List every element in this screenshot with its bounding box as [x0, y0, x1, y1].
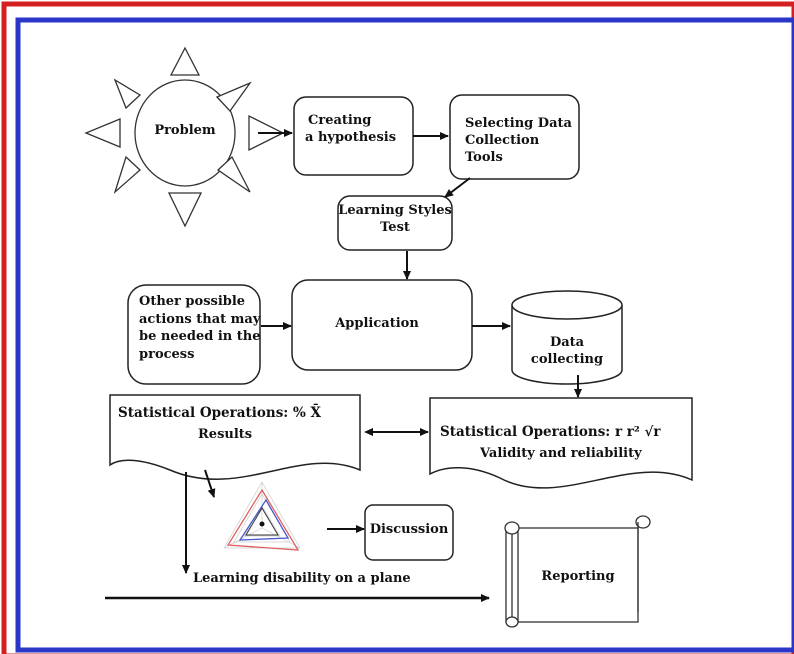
- other-line-4: process: [139, 346, 195, 362]
- sun-ray-bottom: [167, 192, 203, 228]
- learning-styles-label: Learning Styles Test: [338, 203, 452, 237]
- selecting-line-1: Selecting Data: [465, 116, 572, 131]
- selecting-tools-label: Selecting Data Collection Tools: [465, 116, 580, 167]
- stat-left-document: [109, 394, 361, 480]
- problem-label: Problem: [154, 123, 216, 138]
- data-collecting-label: Data collecting: [530, 335, 604, 367]
- learning-styles-box: [337, 195, 453, 251]
- sun-ray-top-right: [215, 81, 252, 113]
- problem-sun: [84, 46, 285, 228]
- stat-left-label: Statistical Operations: % X̄ Results: [118, 405, 358, 443]
- other-line-3: be needed in the: [139, 329, 261, 345]
- reporting-label: Reporting: [541, 569, 615, 584]
- application-label: Application: [335, 316, 419, 331]
- selecting-line-2: Collection Tools: [465, 132, 540, 165]
- arrow-selecting-to-learning: [444, 177, 471, 198]
- data-collecting-cylinder: [511, 290, 623, 385]
- radar-chart-image: [223, 481, 301, 551]
- stat-left-line-2: Results: [198, 426, 253, 442]
- inner-border: [15, 17, 794, 653]
- learning-line-1: Learning Styles: [338, 203, 452, 218]
- discussion-box: [364, 504, 454, 561]
- learning-line-2: Test: [380, 219, 410, 235]
- stat-right-line-1: Statistical Operations: r r² √r: [440, 424, 661, 440]
- creating-hypothesis-label: Creating a hypothesis: [305, 113, 415, 147]
- sun-ray-left: [84, 118, 121, 148]
- discussion-label: Discussion: [369, 522, 449, 537]
- sun-ray-top-left: [113, 78, 142, 110]
- stat-right-document: [429, 397, 693, 489]
- sun-ray-bottom-left: [113, 155, 141, 195]
- reporting-scroll: [504, 515, 651, 628]
- sun-ray-top: [169, 46, 201, 76]
- creating-line-2: a hypothesis: [305, 129, 397, 145]
- other-actions-label: Other possible actions that may be neede…: [139, 293, 264, 363]
- problem-circle: [134, 79, 236, 187]
- other-line-2: actions that may: [139, 311, 261, 327]
- stat-left-line-1: Statistical Operations: % X̄: [118, 405, 321, 421]
- radar-blue-series: [238, 498, 290, 541]
- selecting-tools-box: [449, 94, 580, 180]
- learning-disability-label: Learning disability on a plane: [193, 571, 411, 586]
- arrow-results-to-chart: [204, 469, 216, 498]
- other-actions-box: [127, 284, 261, 385]
- sun-ray-bottom-right: [216, 155, 251, 193]
- other-line-1: Other possible: [139, 294, 246, 309]
- creating-line-1: Creating: [308, 113, 372, 128]
- radar-red-series: [226, 488, 300, 551]
- stat-right-line-2: Validity and reliability: [480, 445, 642, 461]
- stat-right-label: Statistical Operations: r r² √r Validity…: [440, 424, 690, 462]
